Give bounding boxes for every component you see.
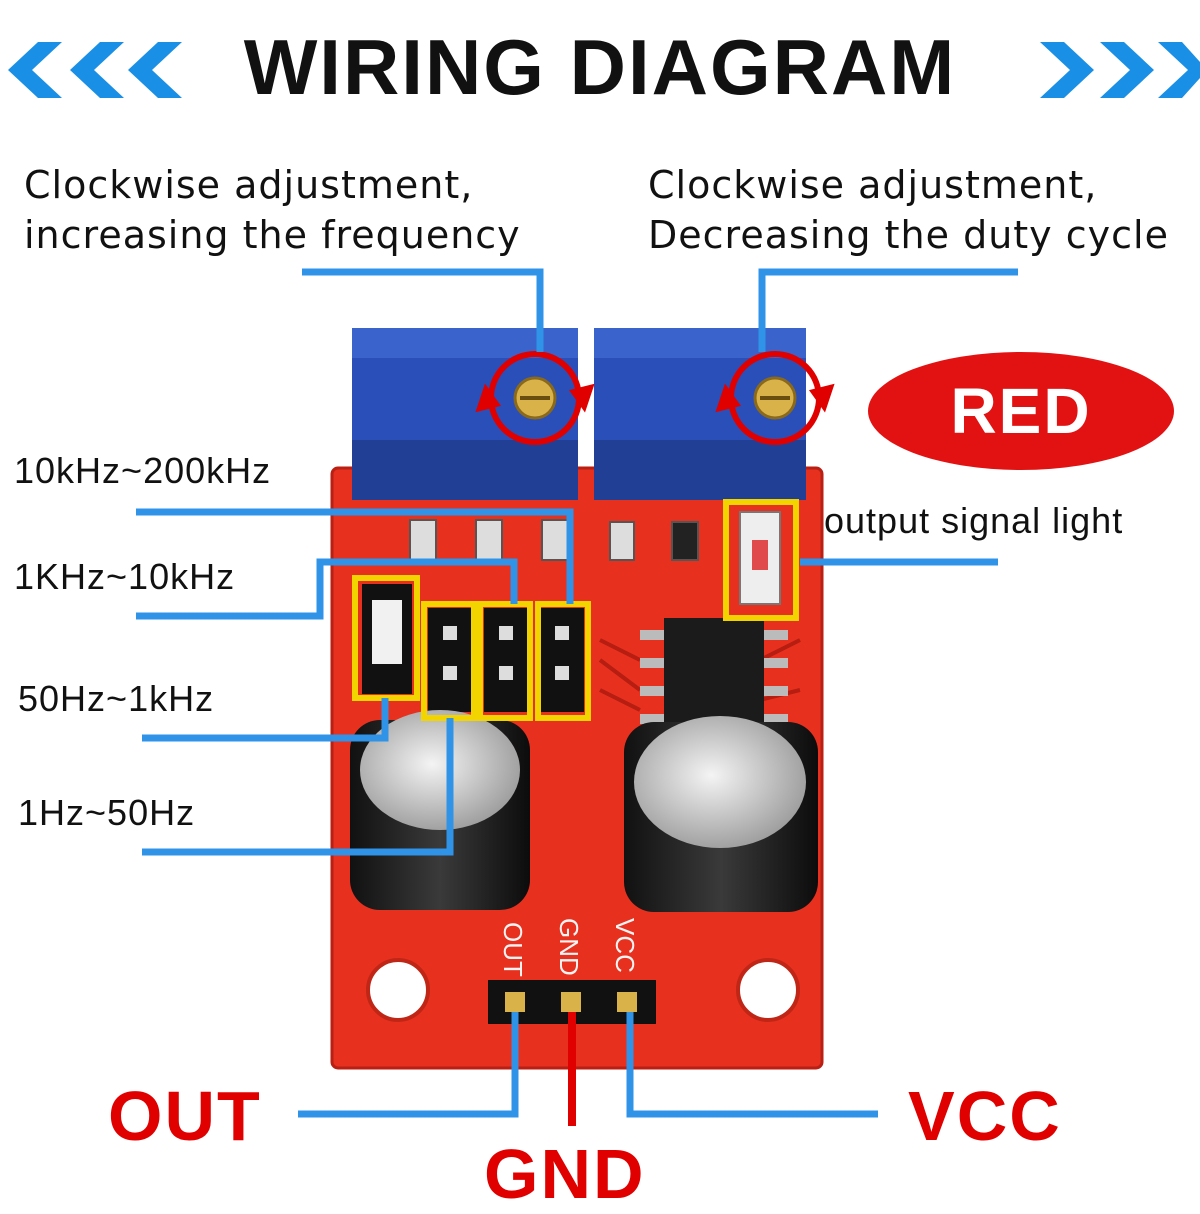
red-badge-text: RED <box>950 375 1092 447</box>
red-badge <box>868 352 1174 470</box>
page-title: WIRING DIAGRAM <box>243 23 957 111</box>
duty-potentiometer[interactable] <box>594 328 806 500</box>
frequency-note-line2: increasing the frequency <box>24 213 521 257</box>
rotate-arrow-icon <box>715 351 835 445</box>
electrolytic-capacitor-right <box>624 716 818 912</box>
range-label-1k-10k: 1KHz~10kHz <box>14 556 236 597</box>
frequency-note: Clockwise adjustment, increasing the fre… <box>24 160 521 260</box>
silk-vcc: VCC <box>610 918 640 973</box>
jumper-headers[interactable] <box>362 584 584 712</box>
duty-note-line1: Clockwise adjustment, <box>648 163 1098 207</box>
smd-components <box>409 519 699 561</box>
silk-out: OUT <box>498 922 528 977</box>
electrolytic-capacitor-left <box>350 710 530 910</box>
mount-hole-left <box>366 958 430 1022</box>
range-label-1-50: 1Hz~50Hz <box>18 792 196 833</box>
silk-gnd: GND <box>554 918 584 976</box>
rotate-arrow-icon <box>475 351 595 445</box>
chevron-left-icon <box>8 42 182 98</box>
pin-label-out: OUT <box>108 1077 262 1155</box>
duty-note: Clockwise adjustment, Decreasing the dut… <box>648 160 1169 260</box>
pin-label-vcc: VCC <box>908 1077 1062 1155</box>
chevron-right-icon <box>1040 42 1200 98</box>
leader-lines <box>136 268 1018 1118</box>
duty-note-line2: Decreasing the duty cycle <box>648 213 1169 257</box>
output-light-label: output signal light <box>824 500 1124 541</box>
range-label-10k-200k: 10kHz~200kHz <box>14 450 272 491</box>
pin-label-gnd: GND <box>484 1135 646 1213</box>
output-signal-led <box>739 511 781 605</box>
frequency-note-line1: Clockwise adjustment, <box>24 163 474 207</box>
range-label-50-1k: 50Hz~1kHz <box>18 678 215 719</box>
mount-hole-right <box>736 958 800 1022</box>
